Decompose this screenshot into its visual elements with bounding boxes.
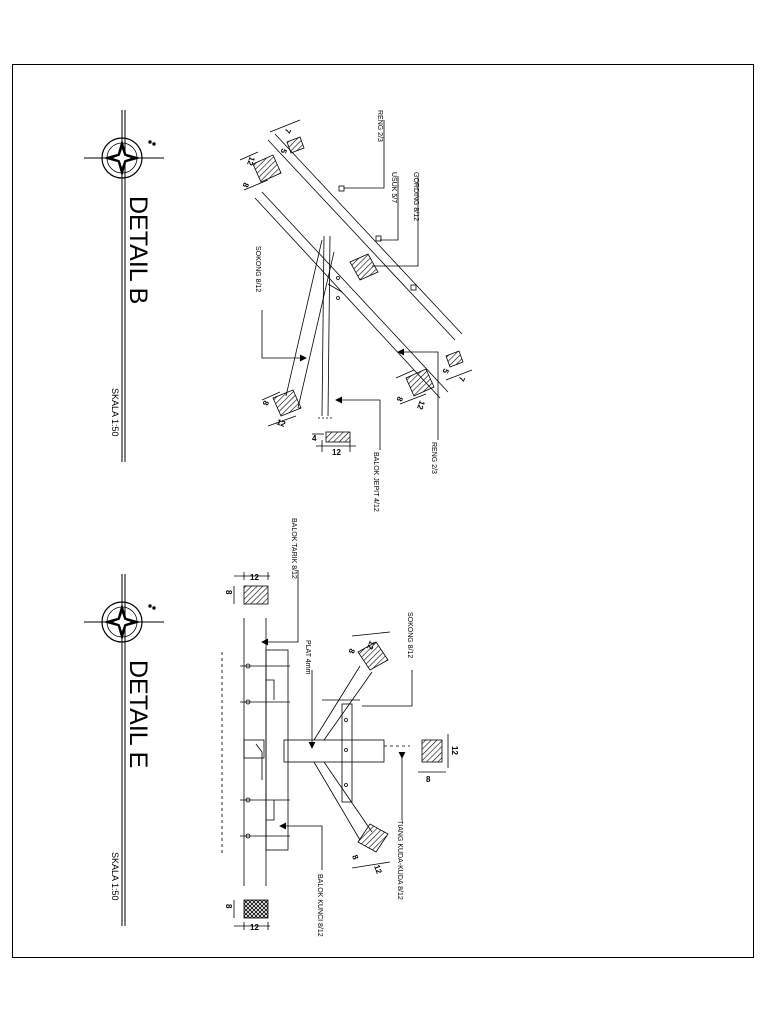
dim-label: 12 — [332, 448, 341, 457]
jepit-line — [327, 235, 331, 417]
detail-e-labels: BALOK TARIK 8/12 PLAT 4mm SOKONG 8/12 TI… — [290, 518, 413, 937]
reng-block — [410, 284, 417, 291]
detail-b-drawing — [239, 119, 473, 452]
label-balok-tarik: BALOK TARIK 8/12 — [290, 518, 297, 579]
dim-label: 8 — [426, 775, 431, 784]
dim-label: 8 — [240, 181, 250, 189]
section-12x8 — [357, 823, 389, 853]
title-rules — [121, 110, 126, 926]
label-sokong: SOKONG 8/12 — [406, 612, 413, 658]
label-tiang: TIANG KUDA-KUDA 8/12 — [396, 820, 403, 900]
section-12x8 — [405, 368, 435, 397]
reng-block — [375, 235, 382, 242]
dim-label: 8 — [394, 395, 404, 403]
leader-balok-tarik — [262, 570, 299, 643]
dim-label: 5 — [278, 147, 288, 155]
section-12x8 — [243, 899, 269, 919]
gording-block — [349, 253, 379, 281]
section-7x5 — [286, 136, 305, 154]
section-12x8 — [357, 641, 389, 671]
leader-reng-bottom — [398, 351, 439, 440]
sokong-line — [285, 239, 323, 397]
tiang-kuda-kuda — [283, 739, 385, 763]
dim-label: 12 — [365, 639, 377, 651]
dim-label: 8 — [346, 647, 356, 655]
label-usuk: USUK 5/7 — [390, 172, 397, 203]
dim-label: 12 — [415, 399, 427, 411]
section-12x8 — [252, 154, 282, 183]
dim-label: 12 — [245, 155, 257, 167]
label-reng-top: RENG 2/3 — [376, 110, 383, 142]
compass-icon — [84, 601, 164, 643]
leader-sokong — [261, 310, 306, 359]
section-12x8 — [272, 389, 302, 417]
label-sokong: SOKONG 8/12 — [254, 246, 261, 292]
rafter-line — [267, 139, 456, 341]
drawing-frame — [12, 64, 754, 958]
plat-strap — [341, 703, 353, 803]
dim-label: 7 — [456, 375, 466, 383]
dim-label: 12 — [250, 573, 259, 582]
dim-label: 8 — [350, 854, 360, 862]
label-balok-jepit: BALOK JEPIT 4/12 — [372, 452, 379, 512]
balok-kunci — [265, 649, 289, 851]
leader-jepit — [336, 399, 381, 450]
label-balok-kunci: BALOK KUNCI 8/12 — [316, 874, 323, 937]
detail-e-drawing — [221, 570, 449, 930]
dim-label: 12 — [450, 746, 459, 755]
sokong-line — [297, 251, 335, 409]
detail-e-dims: 12 8 12 8 12 8 12 8 12 8 — [224, 573, 459, 932]
label-gording: GORDING 8/12 — [412, 172, 419, 221]
rafter-line — [274, 133, 463, 335]
dim-label: 12 — [275, 417, 287, 429]
dim-label: 12 — [250, 923, 259, 932]
rafter-line — [261, 191, 449, 393]
dim-label: 8 — [224, 904, 233, 909]
reng-block — [338, 185, 345, 192]
detail-b-labels: RENG 2/3 USUK 5/7 GORDING 8/12 SOKONG 8/… — [254, 110, 437, 512]
section-8x12 — [421, 739, 443, 763]
jepit-line — [321, 235, 325, 417]
section-7x5 — [445, 350, 464, 368]
dim-label: 12 — [372, 864, 384, 876]
section-12x8 — [243, 585, 269, 605]
dim-label: 8 — [224, 590, 233, 595]
dim-label: 8 — [260, 399, 270, 407]
leader-reng-top — [344, 120, 385, 189]
dim-label: 7 — [282, 127, 292, 135]
dim-label: 4 — [312, 434, 317, 443]
plat-joint — [243, 739, 265, 759]
section-12x4 — [325, 431, 351, 443]
label-reng-bottom: RENG 2/3 — [430, 442, 437, 474]
leader-usuk — [380, 176, 399, 241]
leader-balok-kunci — [280, 825, 323, 870]
label-plat: PLAT 4mm — [304, 640, 311, 675]
leader-gording — [372, 176, 419, 267]
leader-sokong — [362, 670, 413, 707]
dim-label: 5 — [440, 367, 450, 375]
compass-icon — [84, 137, 164, 179]
detail-b-dims: 12 8 7 5 12 8 7 5 8 12 12 4 — [240, 127, 466, 457]
rafter-line — [254, 197, 441, 399]
